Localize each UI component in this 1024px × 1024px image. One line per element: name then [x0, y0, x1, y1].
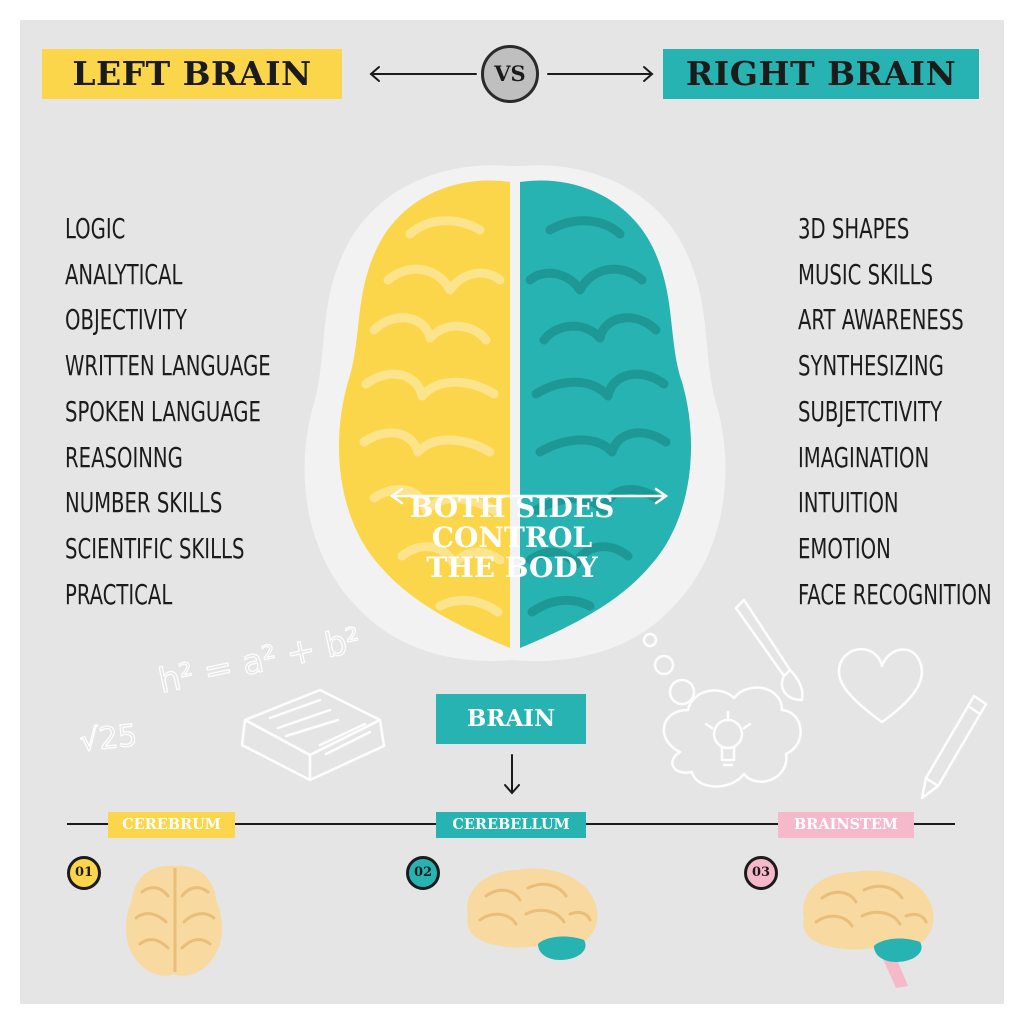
book-icon — [240, 688, 386, 782]
left-hemisphere — [338, 180, 510, 648]
down-arrow-icon — [504, 754, 520, 795]
brainstem-side-view — [803, 870, 934, 988]
cerebellum-side-view — [467, 868, 598, 960]
left-trait: WRITTEN LANGUAGE — [65, 349, 271, 383]
left-trait: SPOKEN LANGUAGE — [65, 394, 261, 428]
left-trait: REASOINNG — [65, 440, 183, 474]
left-trait: OBJECTIVITY — [65, 303, 187, 337]
paintbrush-icon — [734, 598, 804, 702]
right-trait: IMAGINATION — [798, 440, 930, 474]
thought-cloud-icon — [642, 632, 802, 788]
left-gyri — [359, 216, 505, 617]
background-doodles: h² = a² + b² √25 — [78, 598, 988, 800]
heart-icon — [837, 647, 924, 724]
left-trait: ANALYTICAL — [65, 257, 183, 291]
right-trait: ART AWARENESS — [798, 303, 964, 337]
vs-badge: VS — [481, 45, 539, 103]
right-trait: SYNTHESIZING — [798, 349, 944, 383]
center-caption-line: BOTH SIDES — [409, 491, 615, 524]
right-trait: FACE RECOGNITION — [798, 577, 992, 611]
right-brain-title: RIGHT BRAIN — [663, 49, 979, 99]
square-root-doodle: √25 — [78, 718, 139, 759]
right-trait: INTUITION — [798, 486, 899, 520]
right-gyri — [525, 216, 671, 617]
right-trait: 3D SHAPES — [798, 212, 910, 245]
right-brain-traits: 3D SHAPES MUSIC SKILLS ART AWARENESS SYN… — [798, 206, 1004, 617]
part-number-badge: 01 — [67, 856, 101, 890]
right-trait: SUBJETCTIVITY — [798, 394, 943, 428]
infographic-panel: h² = a² + b² √25 — [20, 20, 1004, 1004]
part-label-cerebrum: CEREBRUM — [108, 812, 235, 838]
part-number-badge: 03 — [744, 856, 778, 890]
center-caption: BOTH SIDES CONTROL THE BODY — [382, 493, 642, 583]
right-trait: MUSIC SKILLS — [798, 257, 934, 291]
pencil-icon — [920, 694, 988, 800]
left-brain-title: LEFT BRAIN — [42, 49, 342, 99]
left-trait: SCIENTIFIC SKILLS — [65, 531, 245, 565]
left-trait: NUMBER SKILLS — [65, 486, 223, 520]
control-double-arrow-icon — [389, 487, 669, 505]
center-caption-line: CONTROL — [431, 521, 593, 554]
lightbulb-icon — [704, 710, 752, 767]
left-brain-traits: LOGIC ANALYTICAL OBJECTIVITY WRITTEN LAN… — [65, 206, 329, 617]
left-trait: PRACTICAL — [65, 577, 173, 611]
brain-label: BRAIN — [436, 694, 586, 744]
right-trait: EMOTION — [798, 531, 891, 565]
part-number-badge: 02 — [406, 856, 440, 890]
right-hemisphere — [520, 180, 692, 648]
part-label-cerebellum: CEREBELLUM — [436, 812, 586, 838]
cerebrum-top-view — [125, 865, 223, 976]
brain-illustration — [304, 165, 726, 662]
left-trait: LOGIC — [65, 212, 126, 245]
part-label-brainstem: BRAINSTEM — [778, 812, 914, 838]
double-arrow-icon — [369, 66, 654, 82]
center-caption-line: THE BODY — [426, 551, 598, 584]
